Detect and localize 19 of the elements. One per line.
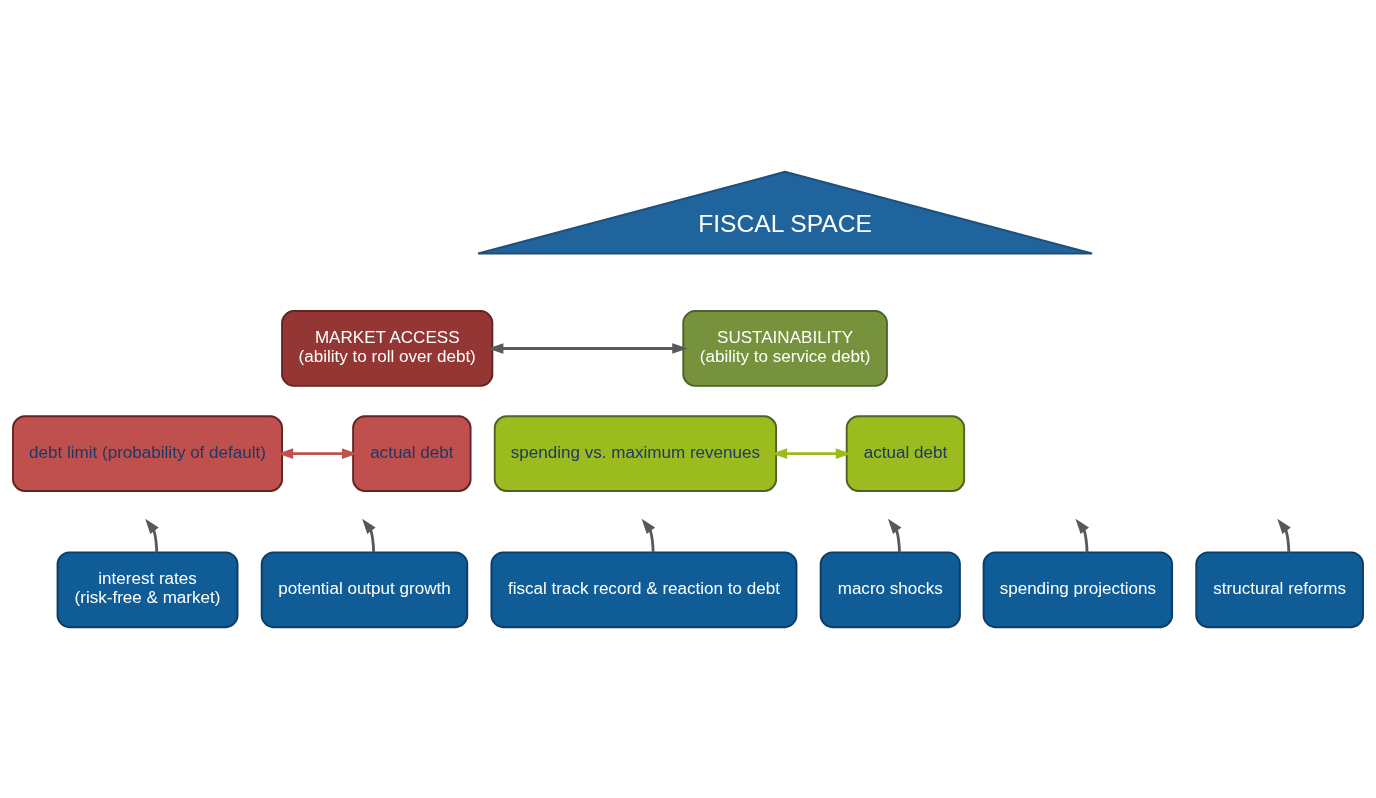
arrow: [488, 342, 688, 354]
arrow: [1075, 518, 1089, 552]
node-box: debt limit (probability of default): [12, 414, 283, 492]
node-box: SUSTAINABILITY (ability to service debt): [682, 309, 888, 387]
arrow: [641, 518, 656, 552]
node-box: interest rates (risk-free & market): [56, 550, 239, 628]
node-box: MARKET ACCESS (ability to roll over debt): [281, 309, 494, 387]
node-box: structural reforms: [1195, 550, 1364, 628]
node-box: actual debt: [845, 414, 966, 492]
arrow: [362, 518, 376, 552]
node-box: spending projections: [982, 550, 1174, 628]
arrow: [145, 518, 159, 552]
arrow: [887, 518, 902, 552]
node-box: actual debt: [352, 414, 472, 492]
node-box: potential output growth: [260, 550, 469, 628]
node-box: macro shocks: [819, 550, 961, 628]
node-box: spending vs. maximum revenues: [493, 414, 778, 492]
arrow: [1277, 518, 1291, 552]
node-box: fiscal track record & reaction to debt: [490, 550, 798, 628]
